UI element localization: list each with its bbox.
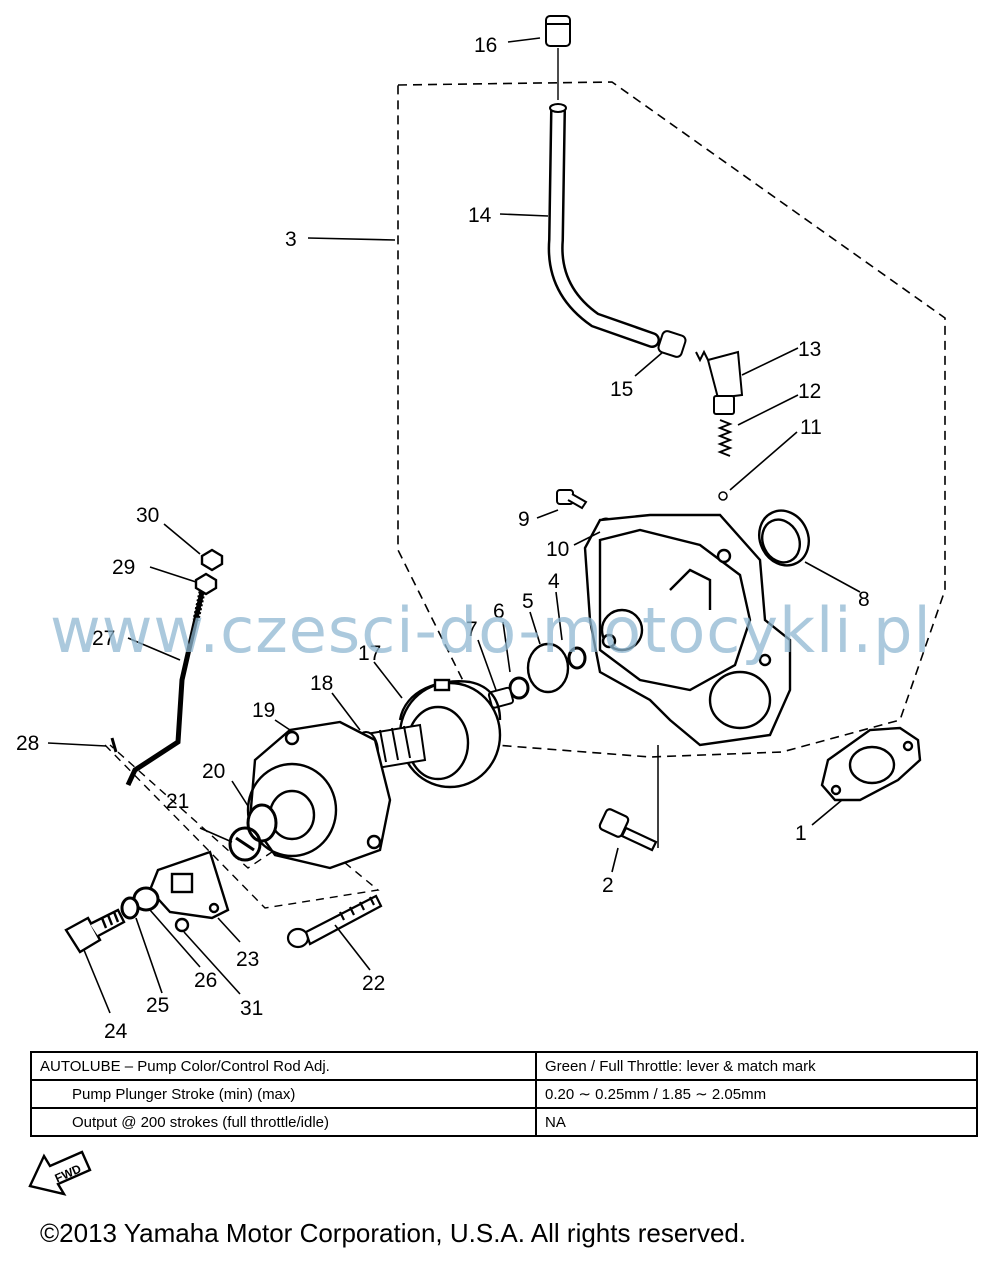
part-elbow-fitting — [706, 350, 744, 415]
callout-15: 15 — [610, 378, 633, 401]
part-screw-9 — [556, 489, 588, 510]
callout-3: 3 — [285, 228, 297, 251]
part-housing-cover — [246, 720, 392, 870]
callout-13: 13 — [798, 338, 821, 361]
assembly-boundary-lower — [104, 744, 380, 909]
part-plate — [526, 642, 570, 694]
part-long-screw — [286, 894, 383, 949]
callout-11: 11 — [800, 416, 822, 439]
callout-21: 21 — [166, 790, 189, 813]
table-row: Output @ 200 strokes (full throttle/idle… — [30, 1107, 978, 1137]
part-cotter-pin — [110, 737, 118, 753]
part-pin-7 — [487, 686, 514, 709]
part-cap — [545, 15, 571, 47]
spec-label: Output @ 200 strokes (full throttle/idle… — [30, 1107, 537, 1137]
callout-2: 2 — [602, 874, 614, 897]
callout-16: 16 — [474, 34, 497, 57]
callout-8: 8 — [858, 588, 870, 611]
callout-22: 22 — [362, 972, 385, 995]
callout-5: 5 — [522, 590, 534, 613]
part-spring-clip — [228, 826, 262, 862]
part-lock-plate — [148, 850, 230, 920]
callout-6: 6 — [493, 600, 505, 623]
spec-label: Pump Plunger Stroke (min) (max) — [30, 1079, 537, 1109]
callout-27: 27 — [92, 627, 115, 650]
callout-numbers: 1 2 3 4 5 6 7 8 9 10 11 12 13 14 15 16 1… — [16, 34, 870, 1043]
part-screw-2 — [598, 808, 658, 852]
part-spring — [717, 419, 733, 457]
leader-lines — [47, 37, 861, 1014]
part-check-ball — [718, 491, 728, 501]
part-ring-6 — [508, 676, 530, 700]
callout-30: 30 — [136, 504, 159, 527]
callout-4: 4 — [548, 570, 560, 593]
part-bolt-24 — [64, 908, 126, 954]
part-nut-30 — [200, 548, 224, 572]
part-gasket — [820, 726, 922, 802]
callout-20: 20 — [202, 760, 225, 783]
part-control-rod — [125, 591, 205, 787]
callout-10: 10 — [546, 538, 569, 561]
spec-table: AUTOLUBE – Pump Color/Control Rod Adj. G… — [30, 1051, 978, 1137]
part-oil-pipe — [547, 103, 660, 348]
part-seal — [246, 803, 278, 843]
spec-label: AUTOLUBE – Pump Color/Control Rod Adj. — [30, 1051, 537, 1081]
watermark-text: www.czesci-do-motocykli.pl — [50, 594, 932, 667]
callout-24: 24 — [104, 1020, 128, 1043]
table-row: AUTOLUBE – Pump Color/Control Rod Adj. G… — [30, 1051, 978, 1081]
spec-value: Green / Full Throttle: lever & match mar… — [535, 1051, 978, 1081]
callout-23: 23 — [236, 948, 259, 971]
part-spring-washer — [120, 896, 140, 920]
callout-25: 25 — [146, 994, 169, 1017]
part-o-ring — [567, 646, 587, 670]
part-clip — [657, 330, 687, 358]
spec-value: 0.20 ∼ 0.25mm / 1.85 ∼ 2.05mm — [535, 1079, 978, 1109]
assembly-boundary-3 — [397, 81, 946, 758]
spec-value: NA — [535, 1107, 978, 1137]
copyright-notice: ©2013 Yamaha Motor Corporation, U.S.A. A… — [40, 1218, 747, 1248]
fwd-arrow-icon: FWD — [28, 1150, 92, 1196]
callout-7: 7 — [466, 618, 478, 641]
part-pump-body — [583, 513, 792, 747]
callout-12: 12 — [798, 380, 821, 403]
callout-1: 1 — [795, 822, 807, 845]
callout-31: 31 — [240, 997, 263, 1020]
callout-28: 28 — [16, 732, 39, 755]
callout-18: 18 — [310, 672, 333, 695]
part-cover-cap — [758, 509, 810, 567]
callout-29: 29 — [112, 556, 135, 579]
part-washer-31 — [174, 917, 190, 933]
callout-14: 14 — [468, 204, 492, 227]
part-nut-29 — [194, 572, 218, 596]
callout-9: 9 — [518, 508, 530, 531]
callout-17: 17 — [358, 642, 381, 665]
callout-19: 19 — [252, 699, 275, 722]
table-row: Pump Plunger Stroke (min) (max) 0.20 ∼ 0… — [30, 1079, 978, 1109]
callout-26: 26 — [194, 969, 217, 992]
